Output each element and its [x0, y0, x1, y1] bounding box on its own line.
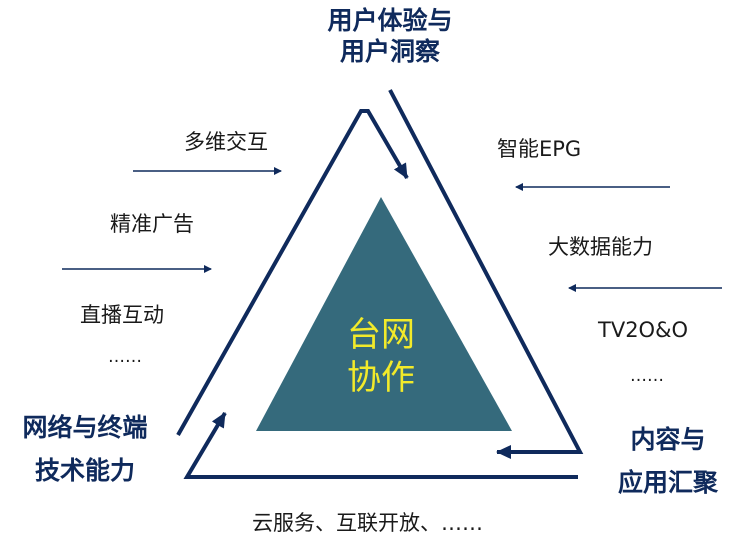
- left-item-3: 直播互动: [80, 303, 164, 327]
- right-item-2: 大数据能力: [548, 235, 653, 259]
- core-label-line1: 台网: [347, 315, 415, 355]
- core-label: 台网 协作: [321, 314, 441, 399]
- heading-content-aggregation-line1: 内容与: [630, 425, 706, 454]
- left-item-2: 精准广告: [110, 212, 194, 236]
- heading-network-terminal-line2: 技术能力: [34, 456, 135, 486]
- heading-user-experience-line2: 用户洞察: [339, 37, 440, 67]
- heading-content-aggregation-line2: 应用汇聚: [617, 468, 718, 498]
- heading-content-aggregation: 内容与 应用汇聚: [598, 424, 738, 499]
- core-triangle: [256, 197, 512, 431]
- bottom-caption: 云服务、互联开放、……: [252, 511, 483, 535]
- heading-network-terminal-line1: 网络与终端: [22, 413, 148, 442]
- core-label-line2: 协作: [347, 357, 415, 398]
- left-item-4: ……: [108, 347, 142, 367]
- right-item-1: 智能EPG: [497, 137, 582, 161]
- heading-network-terminal: 网络与终端 技术能力: [5, 412, 165, 487]
- heading-user-experience: 用户体验与 用户洞察: [300, 5, 480, 68]
- right-item-4: ……: [630, 366, 664, 386]
- left-item-1: 多维交互: [184, 130, 268, 154]
- right-item-3: TV2O&O: [598, 318, 688, 342]
- cycle-left-edge: [176, 109, 409, 436]
- cycle-right-edge: [388, 89, 584, 459]
- heading-user-experience-line1: 用户体验与: [327, 6, 453, 35]
- cycle-bottom-edge: [183, 411, 578, 479]
- outer-cycle: [176, 89, 584, 479]
